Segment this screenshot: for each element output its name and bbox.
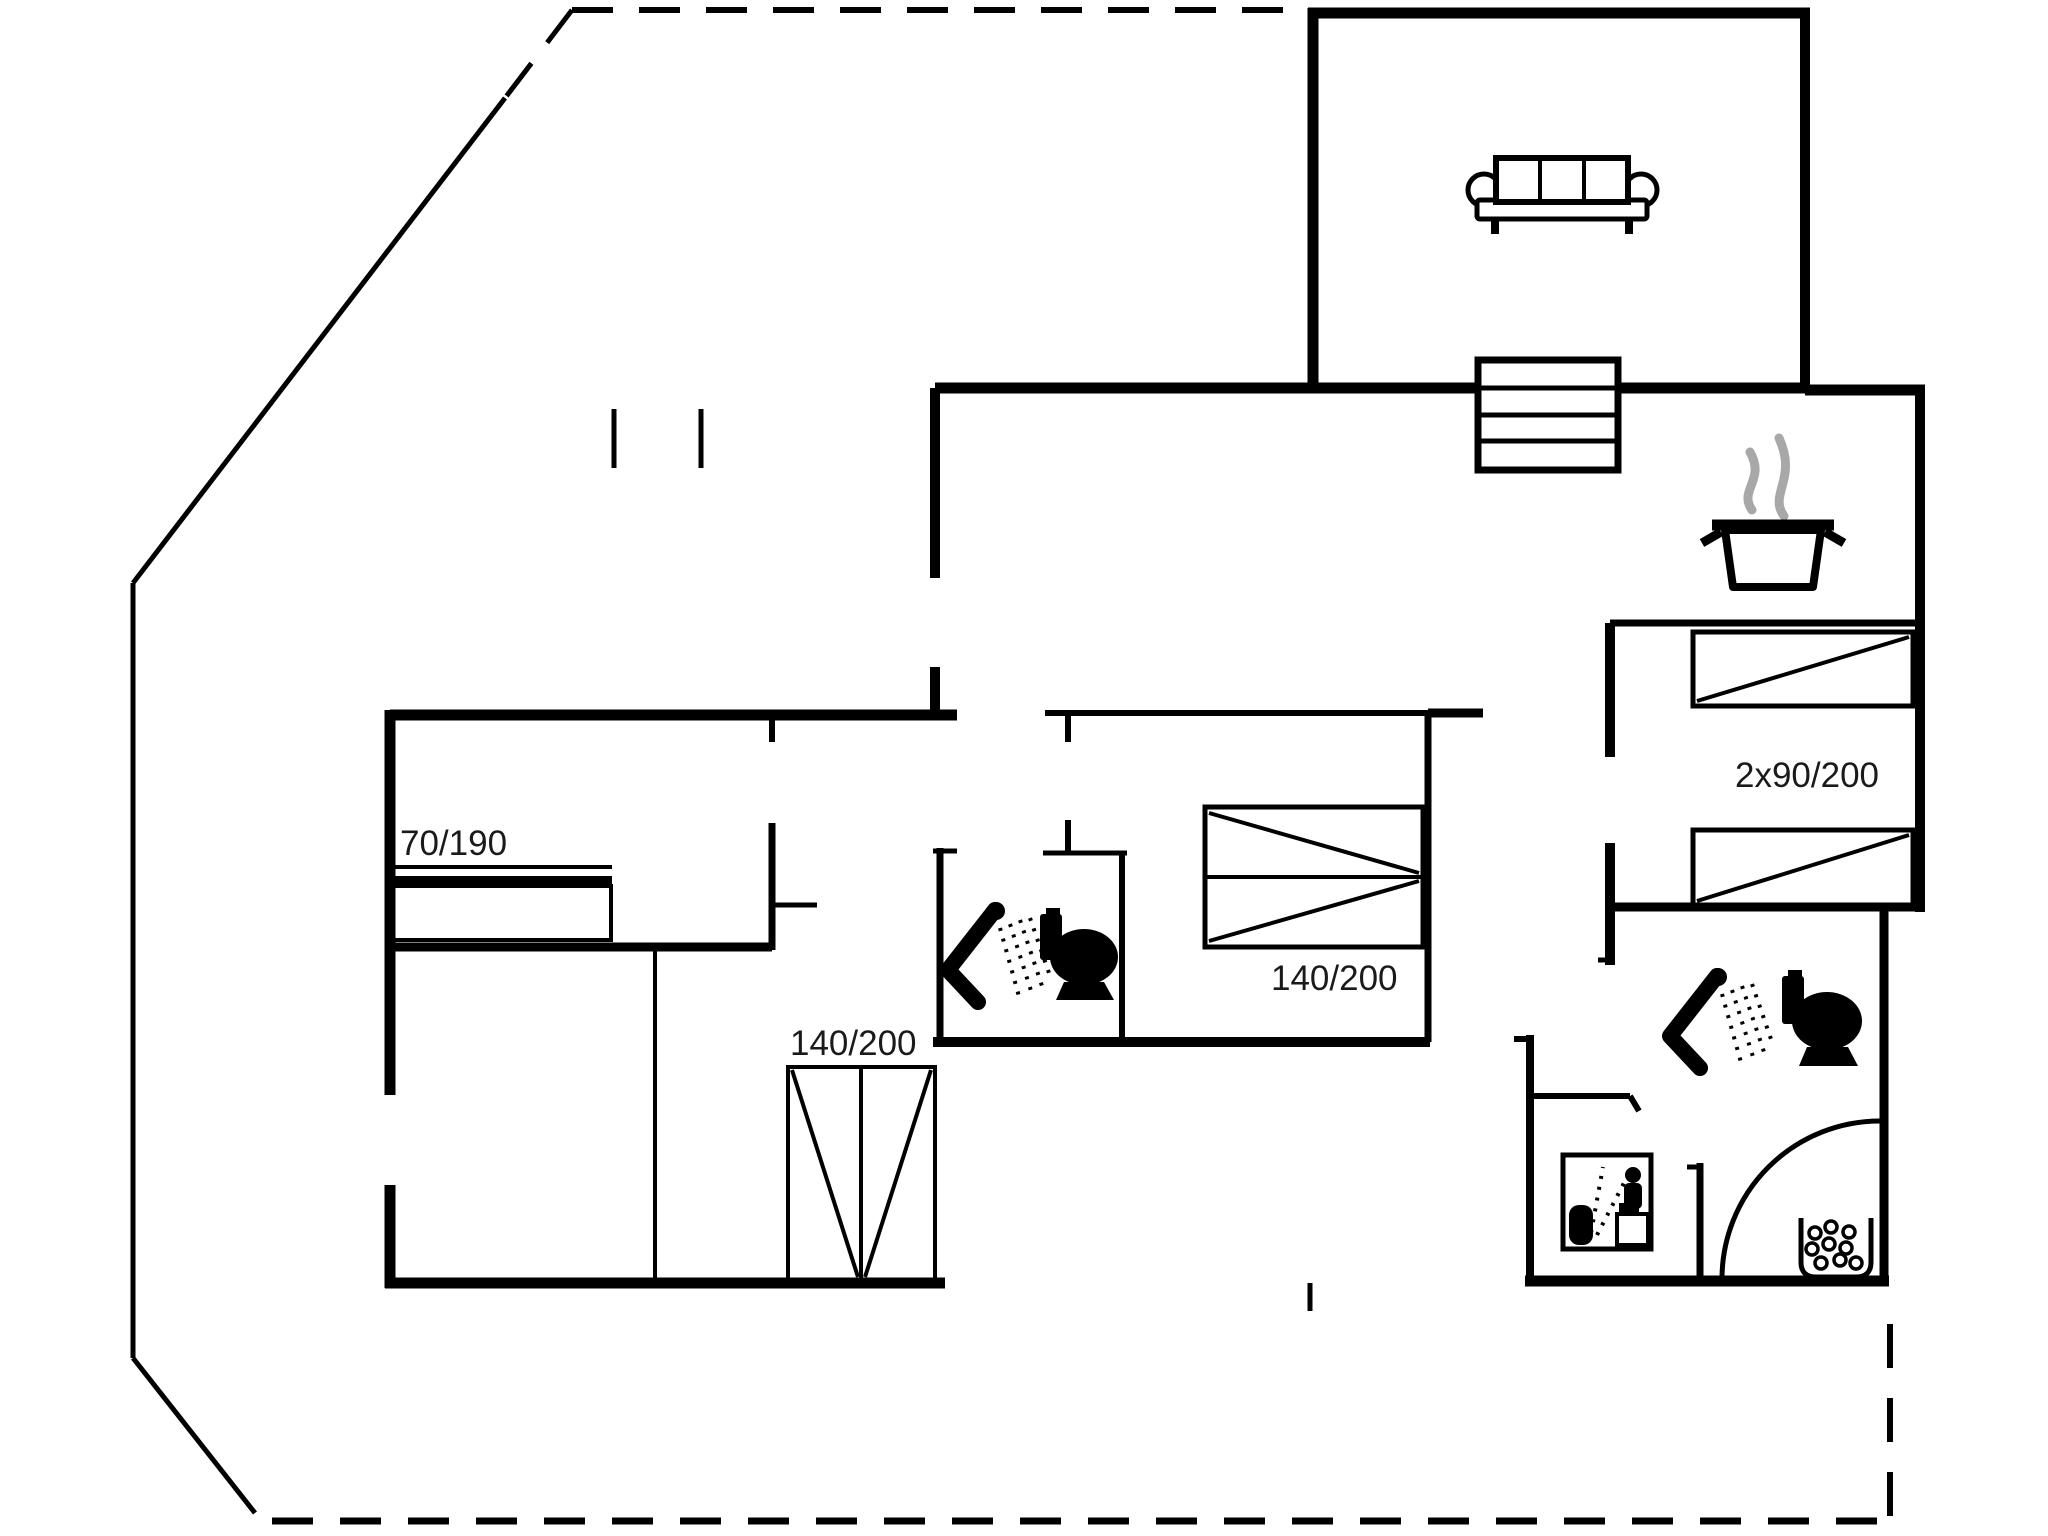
boundary-diagonal-bottom-left (131, 1356, 257, 1515)
bed-label-70-190: 70/190 (400, 824, 507, 863)
whirlpool-arc-icon (1719, 1118, 1881, 1280)
sauna-icon (1560, 1152, 1654, 1252)
bed-label-2x90-200: 2x90/200 (1735, 756, 1879, 795)
boundary-dashed-diagonal (503, 8, 574, 100)
bed-label-140-200-left: 140/200 (790, 1024, 917, 1063)
steam-icon (1743, 433, 1791, 521)
toilet-icon (1040, 908, 1118, 1000)
shower-icon (940, 902, 1052, 1010)
plot-boundary (130, 7, 1893, 1525)
shower-icon (1662, 968, 1774, 1076)
bubble-bath-icon (1798, 1218, 1874, 1280)
bed-140x200-middle (1202, 804, 1426, 950)
boundary-diagonal-top-left (131, 96, 507, 585)
toilet-icon (1782, 970, 1862, 1066)
stairs-icon (1474, 356, 1622, 474)
sofa-icon (1465, 155, 1660, 234)
walls (384, 7, 1925, 1311)
wall-sauna-top-hook (1627, 1094, 1642, 1113)
bed-140x200-vertical (786, 1065, 937, 1283)
bed-2x90x200 (1690, 629, 1916, 909)
window-tick-icon (611, 409, 704, 468)
bed-70x190 (391, 865, 613, 942)
bed-label-140-200-middle: 140/200 (1271, 959, 1398, 998)
cooking-pot-icon (1699, 433, 1847, 591)
